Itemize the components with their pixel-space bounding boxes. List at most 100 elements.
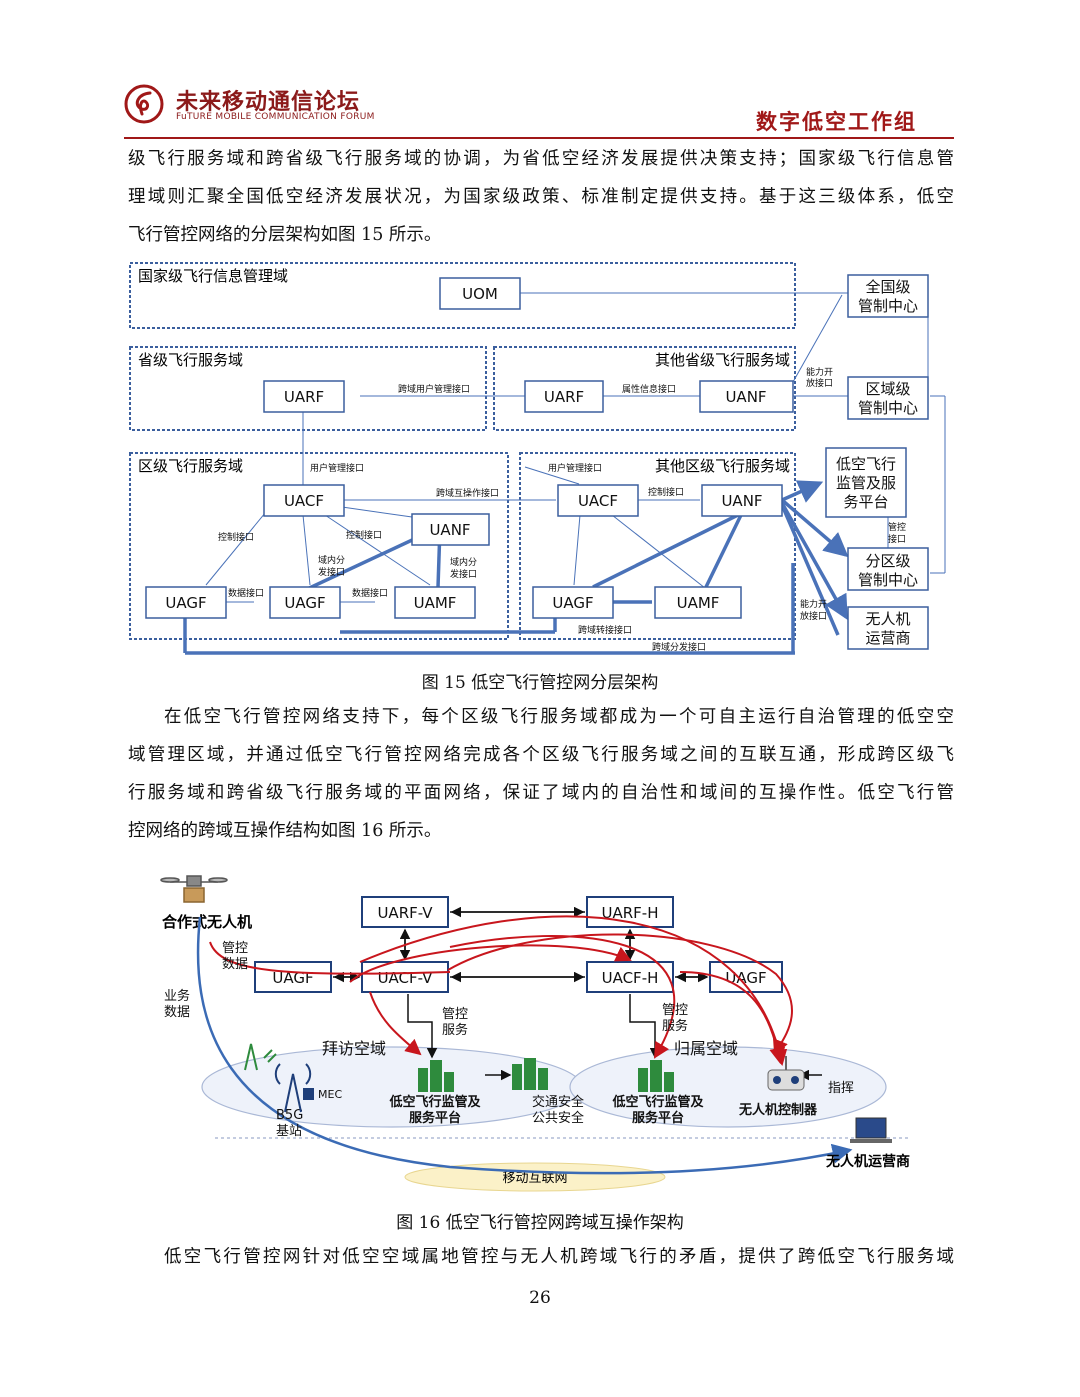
uamf-label: UAMF (414, 594, 457, 612)
uarf-v-label: UARF-V (377, 904, 433, 922)
uacf-label: UACF (284, 492, 324, 510)
traffic-label: 公共安全 (532, 1110, 584, 1126)
paragraph-line: 域管理区域，并通过低空飞行管控网络完成各个区级飞行服务域之间的互联互通，形成跨区… (128, 745, 954, 765)
national-center-label: 管制中心 (858, 297, 918, 315)
iface-label: 跨域转接接口 (578, 624, 632, 636)
biz-data-label: 数据 (164, 1005, 190, 1020)
national-center-node (847, 274, 929, 318)
iface-label: 控制接口 (346, 529, 382, 541)
paragraph-line: 飞行管控网络的分层架构如图 15 所示。 (128, 225, 442, 245)
iface-label: 接口 (888, 533, 906, 545)
paragraph-1: 级飞行服务域和跨省级飞行服务域的协调，为省低空经济发展提供决策支持；国家级飞行信… (128, 140, 954, 254)
iface-label: 发接口 (318, 566, 345, 578)
iface-label: 控制接口 (218, 531, 254, 543)
paragraph-line: 理域则汇聚全国低空经济发展状况，为国家级政策、标准制定提供支持。基于这三级体系，… (128, 187, 954, 207)
mobile-internet-cloud (404, 1162, 666, 1192)
province-domain-frame (129, 346, 487, 431)
iface-label: 放接口 (806, 377, 833, 389)
paragraph-line: 行服务域和跨省级飞行服务域的平面网络，保证了域内的自治性和域间的互操作性。低空飞… (128, 783, 954, 803)
district-center-node (847, 547, 929, 591)
paragraph-line: 低空飞行管控网针对低空空域属地管控与无人机跨域飞行的矛盾，提供了跨低空飞行服务域 (164, 1247, 954, 1267)
operator-node (847, 606, 929, 650)
header-divider (124, 137, 954, 139)
uamf-node (394, 586, 476, 619)
tower-icon (244, 1043, 277, 1071)
uanf-other-district-node (701, 484, 783, 517)
laptop-icon (850, 1117, 892, 1143)
iface-label: 管控 (888, 521, 906, 533)
other-district-domain-frame (519, 452, 796, 640)
uagf-other-label: UAGF (552, 594, 593, 612)
paragraph-3: 低空飞行管控网针对低空空域属地管控与无人机跨域飞行的矛盾，提供了跨低空飞行服务域 (128, 1238, 954, 1276)
forum-name-en: FuTURE MOBILE COMMUNICATION FORUM (176, 112, 375, 122)
uagf-label-1: UAGF (165, 594, 206, 612)
uarf-h-label: UARF-H (602, 904, 659, 922)
mec-label: MEC (318, 1088, 342, 1101)
national-domain-frame (129, 262, 796, 329)
traffic-label: 交通安全 (532, 1094, 584, 1110)
home-airspace-ellipse (569, 1046, 887, 1128)
uagf-label-2: UAGF (284, 594, 325, 612)
ctrl-data-label: 管控 (222, 941, 248, 956)
biz-data-label: 业务 (164, 988, 190, 1004)
drone-controller-icon (767, 1056, 805, 1091)
mec-icon (303, 1088, 314, 1100)
iface-label: 用户管理接口 (548, 462, 602, 474)
b5g-label: 基站 (276, 1124, 302, 1139)
paragraph-2: 在低空飞行管控网络支持下，每个区级飞行服务域都成为一个可自主运行自治管理的低空空… (128, 698, 954, 850)
iface-label: 跨域互操作接口 (436, 487, 499, 499)
region-center-label: 区域级 (865, 380, 910, 398)
uom-node (439, 277, 521, 310)
uanf-other-province-label: UANF (725, 388, 766, 406)
platform-label: 务平台 (843, 493, 888, 511)
iface-label: 用户管理接口 (310, 462, 364, 474)
paragraph-line: 在低空飞行管控网络支持下，每个区级飞行服务域都成为一个可自主运行自治管理的低空空 (164, 707, 954, 727)
platform-home-label: 低空飞行监管及 (611, 1094, 704, 1110)
platform-label: 低空飞行 (836, 455, 896, 473)
platform-visit-label: 低空飞行监管及 (388, 1094, 481, 1110)
uagf-visit-node (254, 961, 332, 993)
iface-label: 跨域用户管理接口 (398, 383, 470, 395)
uamf-other-node (654, 586, 742, 619)
drone-label: 合作式无人机 (161, 913, 252, 931)
district-domain-label: 区级飞行服务域 (138, 457, 243, 475)
platform-node (825, 447, 907, 518)
uacf-h-node (586, 961, 674, 993)
ctrl-service-label: 管控 (662, 1003, 688, 1018)
district-center-label: 分区级 (865, 552, 910, 570)
operator-label: 无人机 (865, 610, 910, 628)
mobile-internet-label: 移动互联网 (502, 1171, 567, 1186)
paragraph-line: 控网络的跨域互操作结构如图 16 所示。 (128, 821, 442, 841)
iface-label: 域内分 (318, 554, 345, 566)
figure-15-diagram: 国家级飞行信息管理域 省级飞行服务域 其他省级飞行服务域 区级飞行服务域 其他区… (129, 262, 946, 655)
ctrl-service-label: 管控 (442, 1007, 468, 1022)
iface-label: 属性信息接口 (622, 383, 676, 395)
ctrl-service-label: 服务 (442, 1022, 468, 1038)
forum-logo-icon (124, 84, 164, 124)
building-icon (418, 1060, 454, 1092)
forum-name-cn: 未来移动通信论坛 (176, 89, 361, 115)
b5g-label: B5G (276, 1108, 303, 1123)
iface-label: 放接口 (800, 610, 827, 622)
uanf-other-province-node (699, 380, 794, 413)
uagf-node-2 (269, 586, 341, 619)
working-group-title: 数字低空工作组 (756, 109, 917, 134)
uom-label: UOM (462, 285, 498, 303)
platform-home-label: 服务平台 (632, 1110, 684, 1126)
uarf-other-label: UARF (544, 388, 584, 406)
building-icon (638, 1060, 674, 1092)
page-number: 26 (529, 1288, 551, 1308)
command-label: 指挥 (828, 1081, 854, 1096)
region-center-node (847, 376, 929, 420)
province-domain-label: 省级飞行服务域 (138, 351, 243, 369)
platform-label: 监管及服 (836, 474, 896, 492)
uagf-other-node (532, 586, 614, 619)
drone-icon (160, 875, 228, 903)
building-icon (512, 1058, 548, 1090)
iface-label: 跨域分发接口 (652, 641, 706, 653)
operator-label: 运营商 (865, 629, 910, 647)
other-province-domain-frame (493, 346, 796, 431)
figure-15-caption: 图 15 低空飞行管控网分层架构 (421, 673, 659, 693)
iface-label: 控制接口 (648, 486, 684, 498)
iface-label: 域内分 (450, 556, 477, 568)
